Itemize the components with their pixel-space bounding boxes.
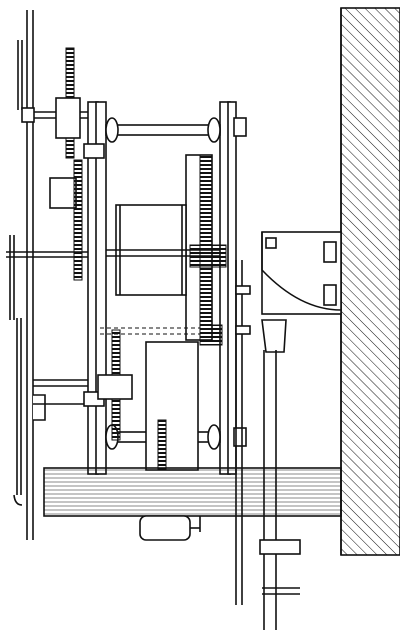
front-plate bbox=[83, 101, 107, 475]
pendulum-rod bbox=[145, 260, 301, 630]
base-board bbox=[43, 467, 342, 517]
counterweight bbox=[235, 285, 251, 335]
wall bbox=[340, 7, 400, 556]
dial bbox=[9, 10, 34, 540]
winding-key bbox=[139, 515, 201, 541]
barrel bbox=[100, 204, 220, 335]
gear-train bbox=[49, 47, 227, 441]
wall-bracket bbox=[261, 231, 342, 353]
